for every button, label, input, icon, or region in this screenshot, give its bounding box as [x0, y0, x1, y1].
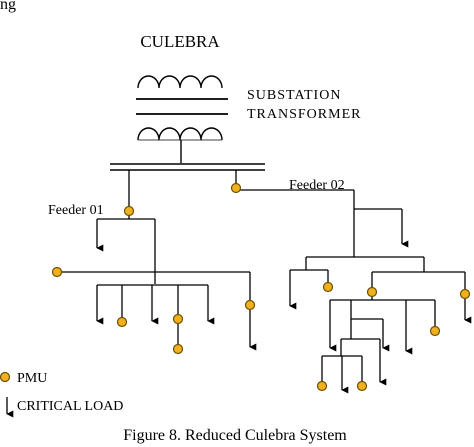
substation-bus [110, 163, 265, 171]
pmu-nodes [51, 182, 471, 392]
diagram-title: CULEBRA [140, 32, 220, 51]
pmu-node-icon [459, 288, 471, 300]
pmu-node-icon [356, 380, 368, 392]
pmu-node-icon [322, 281, 334, 293]
pmu-node-icon [429, 325, 441, 337]
pmu-node-icon [51, 266, 63, 278]
top-text-fragment: ng [0, 0, 16, 13]
feeder-02-network [235, 170, 472, 394]
pmu-node-icon [123, 205, 135, 217]
pmu-node-icon [230, 182, 242, 194]
figure-caption: Figure 8. Reduced Culebra System [123, 427, 347, 444]
pmu-node-icon [244, 299, 256, 311]
legend: PMU CRITICAL LOAD [0, 371, 123, 418]
legend-critical-load-label: CRITICAL LOAD [17, 399, 123, 414]
feeder-02-label: Feeder 02 [289, 178, 345, 193]
legend-pmu-label: PMU [17, 371, 47, 386]
transformer-label-line2: TRANSFORMER [247, 107, 361, 122]
pmu-node-icon [172, 343, 184, 355]
pmu-node-icon [116, 316, 128, 328]
transformer-label-line1: SUBSTATION [247, 88, 341, 103]
substation-transformer-icon [136, 75, 228, 163]
feeder-01-label: Feeder 01 [48, 203, 104, 218]
pmu-node-icon [366, 286, 378, 298]
pmu-node-icon [316, 380, 328, 392]
pmu-legend-icon [0, 371, 11, 383]
pmu-node-icon [172, 313, 184, 325]
feeder-01-network [56, 170, 257, 351]
